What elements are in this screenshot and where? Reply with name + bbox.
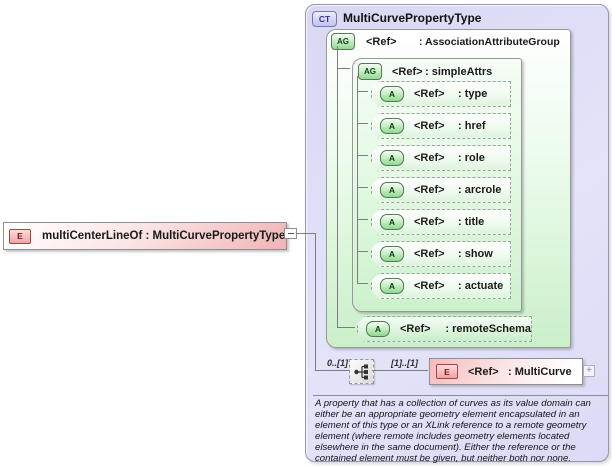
connector-line — [372, 370, 428, 371]
attribute-icon: A — [380, 214, 404, 230]
attribute-name: : href — [458, 120, 486, 132]
attribute-name: : actuate — [458, 280, 504, 292]
element-icon: E — [436, 364, 458, 379]
attribute-icon: A — [380, 182, 404, 198]
attribute-group-simpleattrs[interactable]: AG <Ref> : simpleAttrs A <Ref> : type A … — [352, 58, 522, 312]
attribute-type[interactable]: A <Ref> : type — [371, 81, 511, 107]
attribute-group-header: AG <Ref> : AssociationAttributeGroup — [331, 33, 560, 50]
attribute-group-icon: AG — [331, 33, 355, 50]
ref-label: <Ref> — [366, 35, 397, 48]
global-element-label: multiCenterLineOf : MultiCurvePropertyTy… — [42, 230, 286, 242]
compositor-glyph — [353, 364, 368, 379]
connector-line — [357, 91, 368, 92]
attribute-name: : show — [458, 248, 493, 260]
attribute-icon: A — [380, 86, 404, 102]
attribute-actuate[interactable]: A <Ref> : actuate — [371, 273, 511, 299]
ref-label: <Ref> — [414, 120, 445, 132]
connector-line — [337, 327, 355, 328]
connector-line — [296, 233, 316, 234]
ref-label: <Ref> — [414, 88, 445, 100]
connector-line — [337, 46, 338, 328]
ref-label: <Ref> — [414, 152, 445, 164]
attribute-group-icon: AG — [358, 63, 382, 80]
connector-line — [357, 219, 368, 220]
attribute-icon: A — [380, 150, 404, 166]
ref-label: <Ref> — [400, 323, 431, 335]
connector-line — [357, 155, 368, 156]
ref-label: <Ref> — [468, 365, 499, 378]
attribute-href[interactable]: A <Ref> : href — [371, 113, 511, 139]
attribute-icon: A — [380, 246, 404, 262]
connector-line — [357, 123, 368, 124]
choice-compositor-icon[interactable] — [349, 359, 374, 384]
connector-line — [337, 68, 350, 69]
attribute-name: : title — [458, 216, 485, 228]
attribute-name: : arcrole — [458, 184, 502, 196]
complex-type-title: MultiCurvePropertyType — [343, 11, 482, 25]
ref-label: <Ref> — [414, 216, 445, 228]
child-element-multicurve[interactable]: E <Ref> : MultiCurve — [429, 358, 583, 385]
connector-line — [315, 233, 316, 371]
element-icon: E — [9, 228, 31, 244]
attribute-arcrole[interactable]: A <Ref> : arcrole — [371, 177, 511, 203]
ref-label: <Ref> — [414, 280, 445, 292]
child-element-name: : MultiCurve — [508, 365, 572, 378]
annotation-text: A property that has a collection of curv… — [313, 395, 608, 465]
connector-line — [357, 283, 368, 284]
ref-label: <Ref> — [392, 65, 423, 78]
attribute-title[interactable]: A <Ref> : title — [371, 209, 511, 235]
ref-label: <Ref> — [414, 248, 445, 260]
attribute-remoteschema[interactable]: A <Ref> : remoteSchema — [357, 316, 532, 342]
occurs-after-label: [1]..[1] — [391, 358, 418, 368]
expand-button[interactable]: + — [583, 365, 595, 377]
global-element-box[interactable]: E multiCenterLineOf : MultiCurveProperty… — [3, 222, 287, 250]
attribute-group-name: : AssociationAttributeGroup — [419, 35, 560, 48]
attribute-role[interactable]: A <Ref> : role — [371, 145, 511, 171]
attribute-show[interactable]: A <Ref> : show — [371, 241, 511, 267]
attribute-group-association[interactable]: AG <Ref> : AssociationAttributeGroup AG … — [326, 29, 571, 348]
connector-line — [357, 76, 358, 284]
connector-line — [315, 370, 349, 371]
connector-line — [357, 187, 368, 188]
attribute-icon: A — [366, 321, 390, 337]
complex-type-box[interactable]: CT MultiCurvePropertyType AG <Ref> : Ass… — [305, 4, 609, 465]
attribute-icon: A — [380, 278, 404, 294]
attribute-name: : type — [458, 88, 488, 100]
attribute-name: : remoteSchema — [445, 323, 531, 335]
attribute-name: : role — [458, 152, 485, 164]
occurs-before-label: 0..[1] — [326, 358, 348, 368]
attribute-icon: A — [380, 118, 404, 134]
simpleattrs-name: : simpleAttrs — [425, 65, 493, 78]
complex-type-icon: CT — [312, 11, 337, 27]
connector-line — [357, 251, 368, 252]
ref-label: <Ref> — [414, 184, 445, 196]
simpleattrs-header: AG <Ref> : simpleAttrs — [358, 63, 492, 80]
collapse-dash-icon — [287, 233, 294, 234]
